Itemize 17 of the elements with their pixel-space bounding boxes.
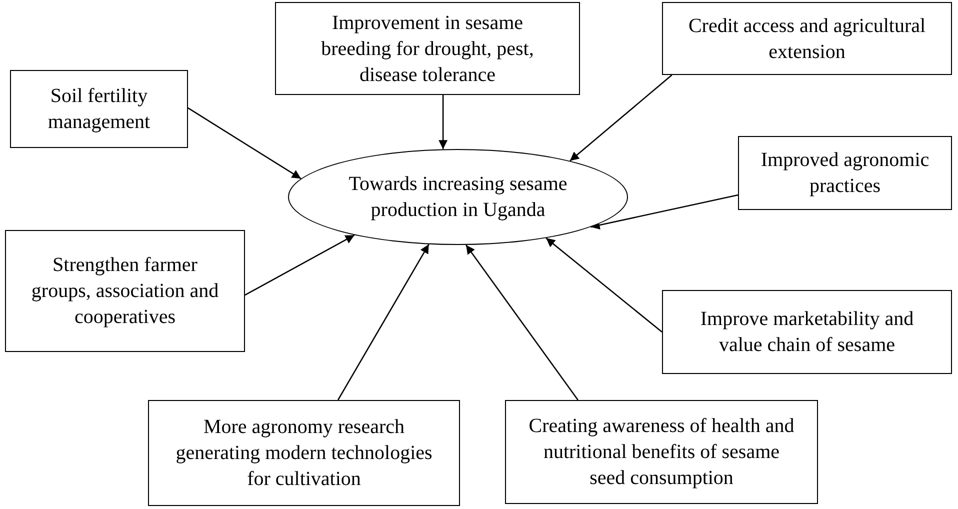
text-box: Improve marketability and value chain of sesame [662,290,952,374]
arrow [438,95,448,150]
ellipse-node: Towards increasing sesame production in Uganda [288,149,628,245]
text-box: Improved agronomic practices [738,136,952,210]
arrow [570,74,672,162]
arrow [590,194,738,230]
text-box: More agronomy research generating modern technologies for cultivation [148,400,460,506]
text-box: Creating awareness of health and nutritional benefits of sesame seed consumption [505,400,818,504]
text-box: Soil fertility management [10,70,188,148]
text-box: Improvement in sesame breeding for drought, pest, disease tolerance [275,2,580,95]
arrow [466,244,578,400]
arrow [188,107,302,180]
arrow [337,244,430,400]
text-box: Strengthen farmer groups, association and cooperatives [5,230,245,352]
text-box: Credit access and agricultural extension [662,2,952,75]
arrow [546,238,662,332]
arrow [244,234,355,296]
